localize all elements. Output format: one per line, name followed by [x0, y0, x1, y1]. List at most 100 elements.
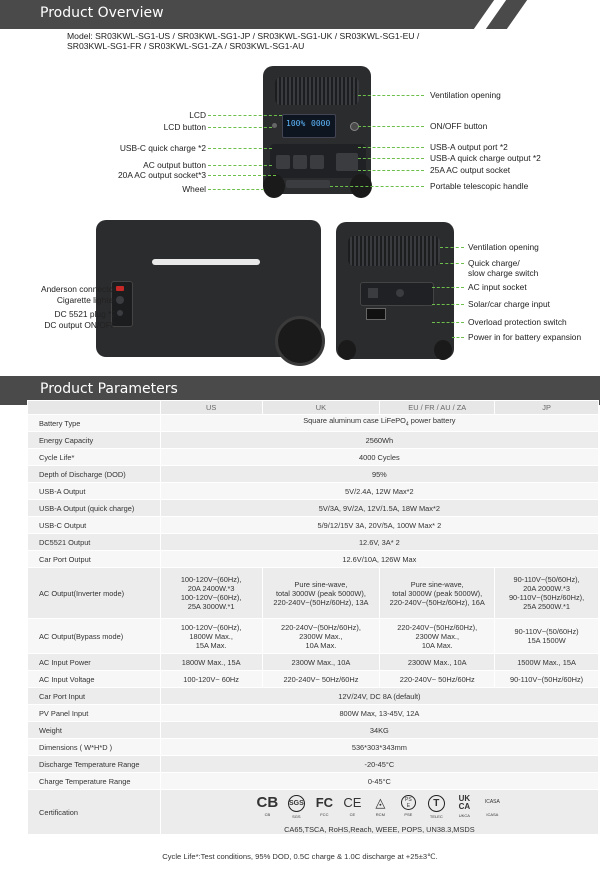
table-row: Battery Type Square aluminum case LiFePO…: [27, 414, 600, 432]
label-solar-car-input: Solar/car charge input: [468, 299, 550, 309]
param-label: USB-A Output: [27, 482, 161, 500]
leader-line: [432, 322, 464, 323]
ac-input-socket: [368, 288, 378, 298]
param-value: 12.6V, 3A* 2: [159, 533, 600, 551]
param-label: DC5521 Output: [27, 533, 161, 551]
ac-socket: [310, 155, 324, 169]
param-label: Dimensions ( W*H*D ): [27, 738, 161, 756]
table-row: AC Input Power 1800W Max., 15A 2300W Max…: [27, 653, 599, 671]
param-value: 4000 Cycles: [159, 448, 600, 466]
param-value: 536*303*343mm: [159, 738, 600, 756]
param-label: Car Port Output: [27, 550, 161, 568]
leader-line: [440, 247, 464, 248]
param-label: Charge Temperature Range: [27, 772, 161, 790]
table-row: Discharge Temperature Range-20-45°C: [27, 755, 600, 773]
param-label: Energy Capacity: [27, 431, 161, 449]
header-cell: JP: [494, 400, 599, 415]
side-port-panel: [111, 281, 133, 327]
wheel: [434, 340, 452, 360]
param-value-jp: 90-110V~(50/60Hz), 20A 2000W.*3 90-110V~…: [494, 567, 599, 619]
param-value: -20-45°C: [159, 755, 600, 773]
telescopic-handle[interactable]: [286, 180, 330, 188]
lcd-right-readout: 0000: [311, 119, 331, 128]
param-value-us: 100-120V~ 60Hz: [159, 670, 263, 688]
param-label: Cycle Life*: [27, 448, 161, 466]
label-ac-output-button: AC output button: [143, 160, 206, 170]
label-dc5521-plug: DC 5521 plug *2: [54, 309, 116, 319]
leader-line: [208, 127, 272, 128]
label-onoff-button: ON/OFF button: [430, 121, 488, 131]
leader-line: [208, 115, 282, 116]
table-row: Depth of Discharge (DOD)95%: [27, 465, 600, 483]
param-label: AC Output(Bypass mode): [27, 618, 161, 654]
param-value-uk: 2300W Max., 10A: [261, 653, 381, 671]
overview-header: Product Overview: [0, 0, 600, 29]
label-ventilation-opening: Ventilation opening: [430, 90, 501, 100]
table-row: AC Input Voltage 100-120V~ 60Hz 220-240V…: [27, 670, 599, 688]
cert-standards: CA65,TSCA, RoHS,Reach, WEEE, POPS, UN38.…: [284, 824, 475, 834]
param-value: 2560Wh: [159, 431, 600, 449]
leader-line: [358, 95, 424, 96]
label-back-ventilation: Ventilation opening: [468, 242, 539, 252]
label-battery-expansion: Power in for battery expansion: [468, 332, 582, 342]
side-port: [116, 286, 124, 291]
lcd-button[interactable]: [272, 123, 277, 128]
table-row: USB-A Output (quick charge)5V/3A, 9V/2A,…: [27, 499, 600, 517]
params-title: Product Parameters: [40, 381, 178, 397]
param-value: Square aluminum case LiFePO4 power batte…: [159, 414, 600, 432]
header-stripe: [473, 0, 507, 29]
label-telescopic-handle: Portable telescopic handle: [430, 181, 529, 191]
rcm-mark-icon: ◬RCM: [375, 794, 386, 817]
leader-line: [358, 170, 424, 171]
param-value: 95%: [159, 465, 600, 483]
label-lcd: LCD: [189, 110, 206, 120]
side-port: [116, 296, 124, 304]
param-label: AC Input Voltage: [27, 670, 161, 688]
param-value-eu: Pure sine-wave, total 3000W (peak 5000W)…: [379, 567, 496, 619]
params-table: US UK EU / FR / AU / ZA JP Battery Type …: [27, 400, 600, 835]
param-value-uk: 220-240V~(50Hz/60Hz), 2300W Max., 10A Ma…: [261, 618, 381, 654]
leader-line: [452, 337, 464, 338]
param-label: Battery Type: [27, 414, 161, 432]
param-value: 12.6V/10A, 126W Max: [159, 550, 600, 568]
param-label: Discharge Temperature Range: [27, 755, 161, 773]
label-usba-quick-charge: USB-A quick charge output *2: [430, 153, 541, 163]
leader-line: [358, 158, 424, 159]
header-cell: [27, 400, 161, 415]
ventilation-grille: [275, 77, 359, 105]
param-value-uk: 220-240V~ 50Hz/60Hz: [261, 670, 381, 688]
param-value: 5V/2.4A, 12W Max*2: [159, 482, 600, 500]
param-value-jp: 90-110V~(50Hz/60Hz): [494, 670, 599, 688]
label-anderson-connector: Anderson connector: [41, 284, 116, 294]
overload-switch[interactable]: [366, 308, 386, 320]
param-label: AC Input Power: [27, 653, 161, 671]
label-overload-switch: Overload protection switch: [468, 317, 567, 327]
subscript-4: 4: [405, 421, 409, 428]
table-header-row: US UK EU / FR / AU / ZA JP: [27, 400, 599, 415]
leader-line: [208, 189, 264, 190]
param-value: 5V/3A, 9V/2A, 12V/1.5A, 18W Max*2: [159, 499, 600, 517]
table-row: Cycle Life*4000 Cycles: [27, 448, 600, 466]
param-value-eu: 220-240V~(50Hz/60Hz), 2300W Max., 10A Ma…: [379, 618, 496, 654]
back-ventilation-grille: [348, 236, 440, 266]
overview-title: Product Overview: [40, 5, 164, 21]
charge-port: [396, 289, 404, 297]
wheel: [263, 174, 285, 198]
ac-socket: [293, 155, 307, 169]
param-value-eu: 2300W Max., 10A: [379, 653, 496, 671]
param-value-us: 100-120V~(60Hz), 20A 2400W.*3 100-120V~(…: [159, 567, 263, 619]
